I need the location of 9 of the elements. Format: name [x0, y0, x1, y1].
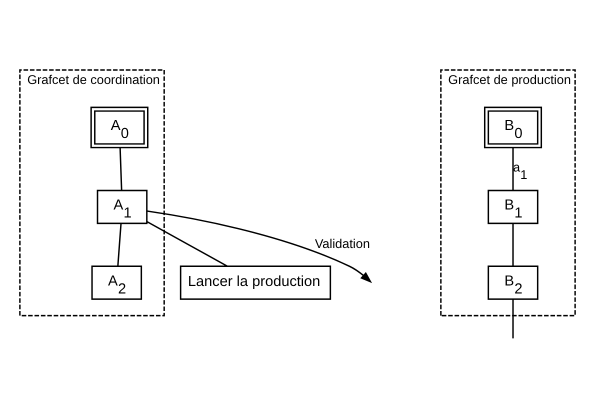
arrow: [147, 210, 372, 284]
connector: [512, 148, 514, 190]
connector: [119, 148, 122, 190]
node-box: Lancer la production: [180, 266, 332, 300]
connector: [146, 220, 228, 267]
edge-label: Validation: [314, 236, 370, 252]
connector: [117, 223, 122, 266]
connector: [512, 224, 514, 266]
connector: [512, 299, 514, 338]
